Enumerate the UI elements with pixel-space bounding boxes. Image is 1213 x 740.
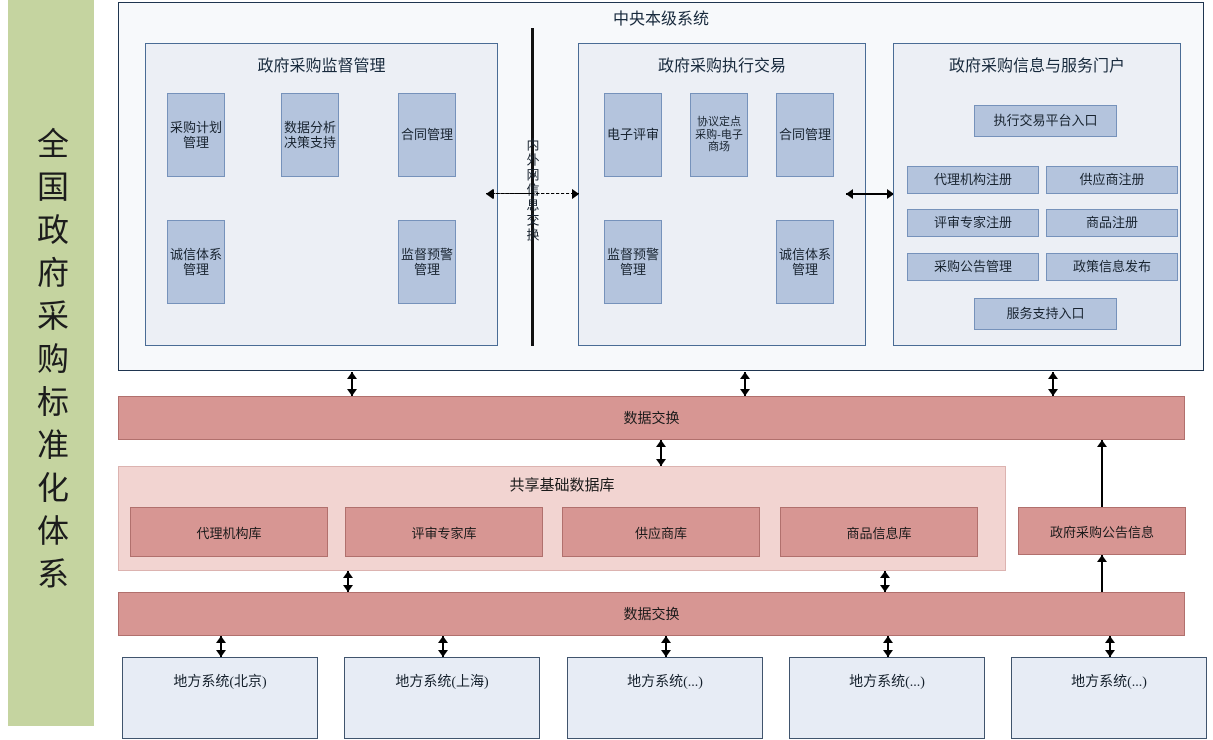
node-procurement-announcement-management[interactable]: 采购公告管理 bbox=[907, 253, 1039, 281]
node-contract-management-trading[interactable]: 合同管理 bbox=[776, 93, 834, 177]
arrow-shared-db-to-exchange-right bbox=[879, 571, 891, 592]
arrow-trading-to-exchange bbox=[739, 372, 751, 396]
db-node-supplier-library[interactable]: 供应商库 bbox=[562, 507, 760, 557]
node-credit-system-management-trading[interactable]: 诚信体系管理 bbox=[776, 220, 834, 304]
node-commodity-registration[interactable]: 商品注册 bbox=[1046, 209, 1178, 237]
db-node-agency-library[interactable]: 代理机构库 bbox=[130, 507, 328, 557]
local-system-4[interactable]: 地方系统(...) bbox=[789, 657, 985, 739]
node-purchase-plan-management[interactable]: 采购计划管理 bbox=[167, 93, 225, 177]
side-banner-title: 全国政府采购标准化体系 bbox=[33, 126, 69, 600]
db-node-commodity-info-library[interactable]: 商品信息库 bbox=[780, 507, 978, 557]
arrow-portal-to-exchange bbox=[1047, 372, 1059, 396]
local-system-beijing[interactable]: 地方系统(北京) bbox=[122, 657, 318, 739]
arrow-exchange-to-local-2 bbox=[437, 636, 449, 657]
node-credit-system-management-supervision[interactable]: 诚信体系管理 bbox=[167, 220, 225, 304]
node-supervision-warning-management-trading[interactable]: 监督预警管理 bbox=[604, 220, 662, 304]
shared-database-title: 共享基础数据库 bbox=[509, 478, 615, 494]
node-service-support-entry[interactable]: 服务支持入口 bbox=[974, 298, 1117, 330]
node-data-analysis-decision-support[interactable]: 数据分析决策支持 bbox=[281, 93, 339, 177]
panel-supervision-title: 政府采购监督管理 bbox=[257, 58, 386, 75]
arrow-divider-to-trading bbox=[531, 188, 579, 200]
central-system-title: 中央本级系统 bbox=[612, 11, 709, 28]
arrow-exchange-to-local-3 bbox=[660, 636, 672, 657]
node-supplier-registration[interactable]: 供应商注册 bbox=[1046, 166, 1178, 194]
arrow-exchange-to-shared-db bbox=[655, 440, 667, 466]
arrow-exchange-bottom-to-notice bbox=[1096, 555, 1108, 592]
side-banner bbox=[8, 0, 94, 726]
node-trading-platform-entry[interactable]: 执行交易平台入口 bbox=[974, 105, 1117, 137]
arrow-exchange-to-local-4 bbox=[882, 636, 894, 657]
node-agreement-fixed-point-purchase-emall[interactable]: 协议定点采购-电子商场 bbox=[690, 93, 748, 177]
node-agency-registration[interactable]: 代理机构注册 bbox=[907, 166, 1039, 194]
node-electronic-review[interactable]: 电子评审 bbox=[604, 93, 662, 177]
node-supervision-warning-management[interactable]: 监督预警管理 bbox=[398, 220, 456, 304]
arrow-exchange-to-local-5 bbox=[1104, 636, 1116, 657]
local-system-shanghai[interactable]: 地方系统(上海) bbox=[344, 657, 540, 739]
procurement-announcement-info-box[interactable]: 政府采购公告信息 bbox=[1018, 507, 1186, 555]
arrow-notice-to-exchange-top bbox=[1096, 440, 1108, 507]
data-exchange-bar-top: 数据交换 bbox=[118, 396, 1185, 440]
panel-execution-trading-title: 政府采购执行交易 bbox=[657, 58, 786, 75]
network-divider-line bbox=[531, 28, 534, 346]
network-divider-label: 内外网信息交换 bbox=[524, 137, 540, 243]
db-node-expert-library[interactable]: 评审专家库 bbox=[345, 507, 543, 557]
arrow-supervision-to-exchange bbox=[346, 372, 358, 396]
arrow-trading-to-portal bbox=[846, 188, 894, 200]
local-system-5[interactable]: 地方系统(...) bbox=[1011, 657, 1207, 739]
node-contract-management-supervision[interactable]: 合同管理 bbox=[398, 93, 456, 177]
node-policy-info-release[interactable]: 政策信息发布 bbox=[1046, 253, 1178, 281]
panel-info-service-portal-title: 政府采购信息与服务门户 bbox=[948, 58, 1125, 75]
panel-info-service-portal: 政府采购信息与服务门户 bbox=[893, 43, 1181, 346]
arrow-supervision-to-divider bbox=[486, 188, 532, 200]
arrow-exchange-to-local-1 bbox=[215, 636, 227, 657]
arrow-shared-db-to-exchange-left bbox=[342, 571, 354, 592]
data-exchange-bar-bottom: 数据交换 bbox=[118, 592, 1185, 636]
node-review-expert-registration[interactable]: 评审专家注册 bbox=[907, 209, 1039, 237]
local-system-3[interactable]: 地方系统(...) bbox=[567, 657, 763, 739]
